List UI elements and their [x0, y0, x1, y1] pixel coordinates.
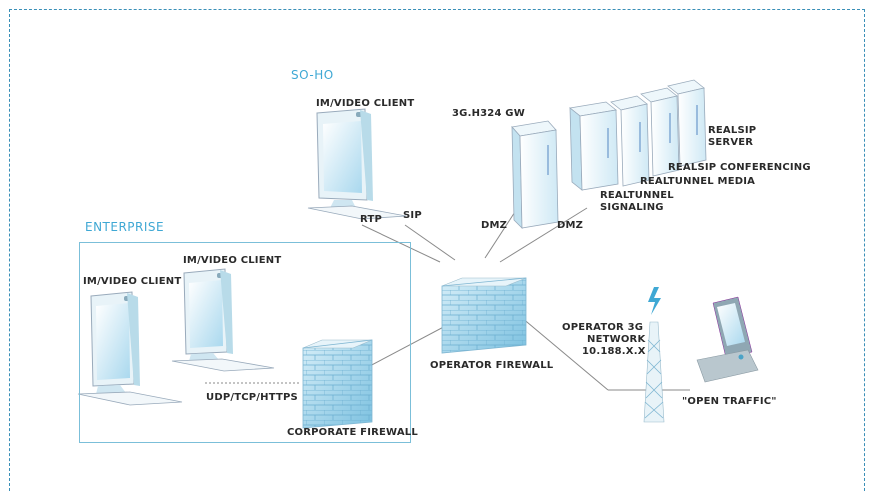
realtunnel-signaling-label-line1: REALTUNNEL — [600, 190, 674, 201]
operator-network-label-line1: OPERATOR 3G — [562, 322, 644, 333]
enterprise-client-label-2: IM/VIDEO CLIENT — [183, 255, 282, 266]
rtp-line — [361, 224, 441, 263]
dmz-label-1: DMZ — [481, 220, 508, 231]
server-1 — [569, 101, 619, 191]
enterprise-client-monitor-1 — [77, 291, 183, 406]
enterprise-client-label-1: IM/VIDEO CLIENT — [83, 276, 182, 287]
realtunnel-media-label: REALTUNNEL MEDIA — [640, 176, 756, 187]
operator-network-label-line3: 10.188.X.X — [582, 346, 646, 357]
server-4 — [667, 79, 707, 167]
dmz-label-2: DMZ — [557, 220, 584, 231]
gateway-label: 3G.H324 GW — [452, 108, 525, 119]
rtp-label: RTP — [360, 214, 383, 225]
cell-tower — [643, 287, 665, 423]
enterprise-zone-box — [79, 242, 411, 443]
server-rack — [569, 79, 707, 191]
server-3 — [640, 87, 680, 177]
diagram-frame — [9, 9, 865, 491]
udp-tcp-https-label: UDP/TCP/HTTPS — [206, 392, 298, 403]
soho-client-monitor — [307, 108, 407, 220]
enterprise-client-monitor-2 — [171, 268, 275, 372]
operator-firewall — [441, 277, 527, 354]
sip-line — [404, 224, 456, 261]
gateway-server — [511, 120, 559, 229]
enterprise-zone-label: ENTERPRISE — [85, 220, 165, 234]
corporate-firewall — [302, 339, 373, 429]
soho-client-label: IM/VIDEO CLIENT — [316, 98, 415, 109]
realsip-conferencing-label: REALSIP CONFERENCING — [668, 162, 811, 173]
dmz-line-2 — [499, 207, 588, 263]
operator-firewall-label: OPERATOR FIREWALL — [430, 360, 554, 371]
realsip-server-label-line2: SERVER — [708, 137, 754, 148]
sip-label: SIP — [403, 210, 422, 221]
mobile-phone — [696, 296, 759, 383]
server-2 — [610, 95, 650, 187]
realtunnel-signaling-label-line2: SIGNALING — [600, 202, 664, 213]
operator-network-line — [514, 311, 609, 391]
realsip-server-label-line1: REALSIP — [708, 125, 757, 136]
operator-network-label-line2: NETWORK — [587, 334, 646, 345]
soho-zone-label: SO-HO — [291, 68, 334, 82]
corporate-firewall-label: CORPORATE FIREWALL — [287, 427, 418, 438]
open-traffic-label: "OPEN TRAFFIC" — [682, 396, 777, 407]
